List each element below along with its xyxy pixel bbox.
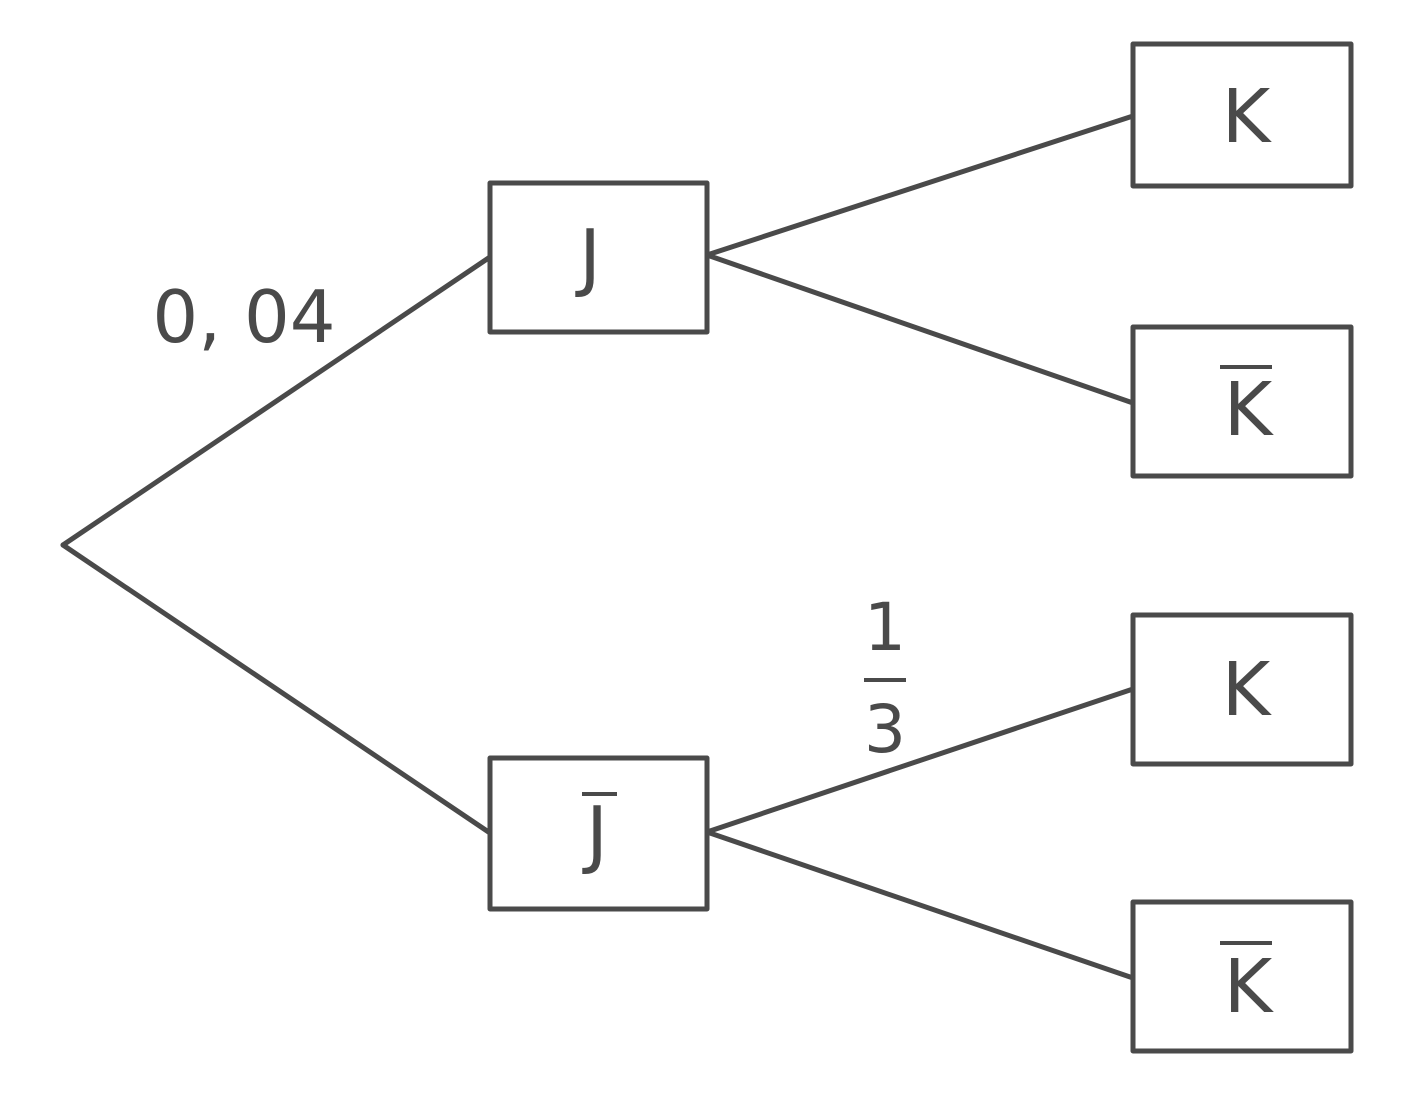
edge-J-to-K: [704, 113, 1136, 258]
node-J-bar-box: [487, 755, 710, 912]
edge-J-bar-to-K-bar: [704, 829, 1136, 981]
edge-root-to-J: [60, 254, 493, 548]
node-J-K: K: [1130, 41, 1354, 189]
node-Jbar-K-bar: K: [1130, 899, 1354, 1054]
probability-root-to-J: 0, 04: [152, 275, 335, 359]
node-J-label: J: [575, 214, 601, 300]
node-J-box: [487, 180, 710, 335]
edge-J-to-K-bar: [704, 252, 1136, 406]
node-J: J: [487, 180, 710, 335]
node-J-K-bar: K: [1130, 324, 1354, 479]
node-Jbar-K-label: K: [1222, 647, 1273, 733]
node-J-K-bar-box: [1130, 324, 1354, 479]
fraction-numerator: 1: [864, 589, 906, 666]
node-Jbar-K: K: [1130, 612, 1354, 767]
fraction-denominator: 3: [864, 691, 906, 768]
node-Jbar-K-bar-box: [1130, 899, 1354, 1054]
edge-J-bar-to-K: [704, 686, 1136, 835]
node-J-K-label: K: [1222, 74, 1273, 160]
probability-J-bar-to-K: 1 3: [864, 589, 906, 768]
node-J-K-bar-label: K: [1224, 367, 1275, 453]
node-J-K-box: [1130, 41, 1354, 189]
node-J-bar-label: J: [582, 791, 608, 877]
node-Jbar-K-box: [1130, 612, 1354, 767]
node-Jbar-K-bar-label: K: [1224, 944, 1275, 1030]
edge-root-to-J-bar: [60, 542, 493, 836]
node-J-bar: J: [487, 755, 710, 912]
